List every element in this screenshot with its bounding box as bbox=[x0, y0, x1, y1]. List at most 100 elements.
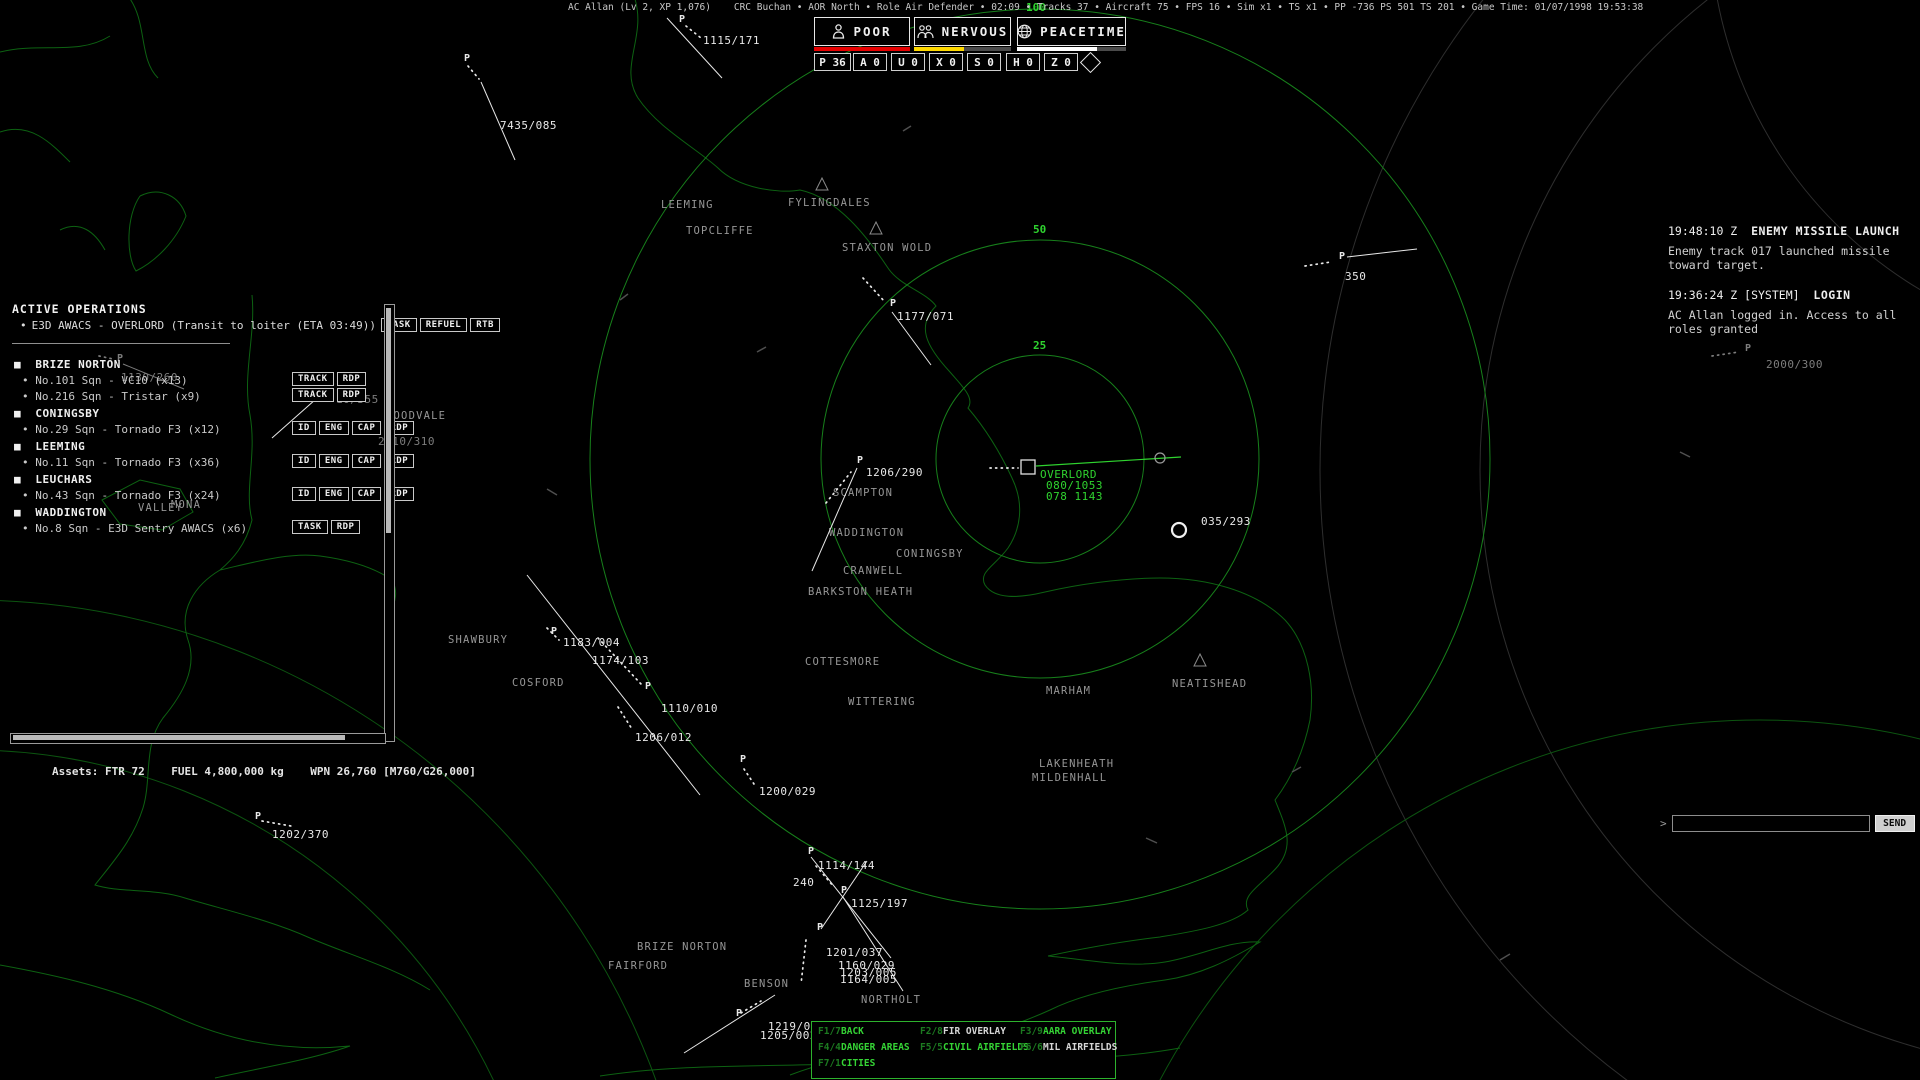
track-label[interactable]: 7435/085 bbox=[500, 119, 557, 132]
track-symbol-p[interactable]: P bbox=[808, 846, 814, 857]
alert-state-button-poor[interactable]: POOR bbox=[814, 17, 910, 46]
scrollbar-thumb[interactable] bbox=[13, 735, 345, 740]
chat-bar: > SEND bbox=[1660, 815, 1915, 832]
overlord-data-line2: 078 1143 bbox=[1046, 490, 1103, 503]
track-label[interactable]: 1200/029 bbox=[759, 785, 816, 798]
airfield-label: LEEMING bbox=[661, 199, 714, 211]
overlay-menu-item-mil-airfields[interactable]: F6/6MIL AIRFIELDS bbox=[1020, 1042, 1123, 1058]
track-button[interactable]: TRACK bbox=[292, 372, 334, 386]
eng-button[interactable]: ENG bbox=[319, 421, 349, 435]
airfield-label: MILDENHALL bbox=[1032, 772, 1107, 784]
track-counter-u[interactable]: U 0 bbox=[891, 53, 925, 71]
overlay-menu-item-danger-areas[interactable]: F4/4DANGER AREAS bbox=[818, 1042, 920, 1058]
overlay-menu-item-cities[interactable]: F7/1CITIES bbox=[818, 1058, 920, 1074]
chat-input[interactable] bbox=[1672, 815, 1870, 832]
track-label[interactable]: 1201/037 bbox=[826, 946, 883, 959]
menu-key: F5/5 bbox=[920, 1042, 943, 1053]
id-button[interactable]: ID bbox=[292, 454, 316, 468]
track-counter-p[interactable]: P 36 bbox=[814, 53, 851, 71]
track-label[interactable]: 1183/004 bbox=[563, 636, 620, 649]
rdp-button[interactable]: RDP bbox=[337, 388, 367, 402]
menu-label: MIL AIRFIELDS bbox=[1043, 1042, 1117, 1053]
airfield-label: WITTERING bbox=[848, 696, 916, 708]
message-title: LOGIN bbox=[1813, 288, 1850, 302]
panel-horizontal-scrollbar[interactable] bbox=[10, 733, 386, 744]
track-symbol-p[interactable]: P bbox=[464, 53, 470, 64]
track-symbol-p[interactable]: P bbox=[740, 754, 746, 765]
track-label[interactable]: 240 bbox=[793, 876, 814, 889]
track-label[interactable]: 1125/197 bbox=[851, 897, 908, 910]
send-button[interactable]: SEND bbox=[1875, 815, 1915, 832]
track-symbol-p[interactable]: P bbox=[736, 1008, 742, 1019]
menu-label: FIR OVERLAY bbox=[943, 1026, 1006, 1037]
track-symbol-p[interactable]: P bbox=[857, 455, 863, 466]
alert-readiness-bar bbox=[814, 47, 910, 51]
rdp-button[interactable]: RDP bbox=[331, 520, 361, 534]
airfield-label: COTTESMORE bbox=[805, 656, 880, 668]
task-button[interactable]: TASK bbox=[292, 520, 328, 534]
operations-panel-title: ACTIVE OPERATIONS bbox=[12, 302, 147, 316]
airfield-label: BRIZE NORTON bbox=[637, 941, 727, 953]
scrollbar-thumb[interactable] bbox=[386, 308, 391, 533]
track-counter-a[interactable]: A 0 bbox=[853, 53, 887, 71]
track-label[interactable]: 1202/370 bbox=[272, 828, 329, 841]
track-symbol-p[interactable]: P bbox=[645, 681, 651, 692]
rdp-button[interactable]: RDP bbox=[337, 372, 367, 386]
track-label[interactable]: 1177/071 bbox=[897, 310, 954, 323]
track-label[interactable]: 1115/171 bbox=[703, 34, 760, 47]
track-counter-x[interactable]: X 0 bbox=[929, 53, 963, 71]
message-body: Enemy track 017 launched missile toward … bbox=[1668, 244, 1920, 272]
track-symbol-p[interactable]: P bbox=[1339, 251, 1345, 262]
cap-button[interactable]: CAP bbox=[352, 421, 382, 435]
eng-button[interactable]: ENG bbox=[319, 487, 349, 501]
track-counter-z[interactable]: Z 0 bbox=[1044, 53, 1078, 71]
track-counter-s[interactable]: S 0 bbox=[967, 53, 1001, 71]
track-symbol-p[interactable]: P bbox=[679, 14, 685, 25]
track-label[interactable]: 1205/002 bbox=[760, 1029, 817, 1042]
overlay-menu-item-civil-airfields[interactable]: F5/5CIVIL AIRFIELDS bbox=[920, 1042, 1020, 1058]
track-label[interactable]: 035/293 bbox=[1201, 515, 1251, 528]
eng-button[interactable]: ENG bbox=[319, 454, 349, 468]
squadron-item: • No.29 Sqn - Tornado F3 (x12) bbox=[22, 423, 221, 436]
track-symbol-p[interactable]: P bbox=[551, 626, 557, 637]
track-label[interactable]: 1174/103 bbox=[592, 654, 649, 667]
id-button[interactable]: ID bbox=[292, 421, 316, 435]
track-label[interactable]: 1164/005 bbox=[840, 973, 897, 986]
overlay-menu-item-back[interactable]: F1/7BACK bbox=[818, 1026, 920, 1042]
panel-vertical-scrollbar[interactable] bbox=[384, 304, 395, 742]
radar-clutter bbox=[1680, 452, 1690, 457]
track-label[interactable]: 350 bbox=[1345, 270, 1366, 283]
alert-readiness-bar bbox=[914, 47, 1011, 51]
alert-state-button-peacetime[interactable]: PEACETIME bbox=[1017, 17, 1126, 46]
track-symbol-p[interactable]: P bbox=[890, 298, 896, 309]
track-label[interactable]: 2000/300 bbox=[1766, 358, 1823, 371]
track-label[interactable]: 1110/010 bbox=[661, 702, 718, 715]
base-name: ■ LEEMING bbox=[14, 440, 85, 453]
cap-button[interactable]: CAP bbox=[352, 487, 382, 501]
track-leader-line bbox=[684, 995, 775, 1053]
menu-label: CIVIL AIRFIELDS bbox=[943, 1042, 1029, 1053]
cap-button[interactable]: CAP bbox=[352, 454, 382, 468]
refuel-button[interactable]: REFUEL bbox=[420, 318, 468, 332]
overlay-menu: F1/7BACKF2/8FIR OVERLAYF3/9AARA OVERLAYF… bbox=[811, 1021, 1116, 1079]
track-button[interactable]: TRACK bbox=[292, 388, 334, 402]
track-counter-h[interactable]: H 0 bbox=[1006, 53, 1040, 71]
track-symbol-p[interactable]: P bbox=[817, 922, 823, 933]
overlay-menu-item-fir-overlay[interactable]: F2/8FIR OVERLAY bbox=[920, 1026, 1020, 1042]
message-time: 19:36:24 Z [SYSTEM] bbox=[1668, 288, 1800, 302]
overlord-track-symbol[interactable] bbox=[1021, 460, 1035, 474]
airfield-label: FAIRFORD bbox=[608, 960, 668, 972]
airfield-label: BENSON bbox=[744, 978, 789, 990]
coastline bbox=[129, 192, 186, 271]
track-symbol-p[interactable]: P bbox=[255, 811, 261, 822]
coastline bbox=[0, 965, 350, 1078]
overlay-menu-item-aara-overlay[interactable]: F3/9AARA OVERLAY bbox=[1020, 1026, 1123, 1042]
track-label[interactable]: 1206/290 bbox=[866, 466, 923, 479]
alert-state-button-nervous[interactable]: NERVOUS bbox=[914, 17, 1011, 46]
id-button[interactable]: ID bbox=[292, 487, 316, 501]
unknown-track-symbol[interactable] bbox=[1172, 523, 1186, 537]
airfield-label: WADDINGTON bbox=[829, 527, 904, 539]
track-label[interactable]: 1206/012 bbox=[635, 731, 692, 744]
alert-state-label: NERVOUS bbox=[942, 24, 1009, 39]
rtb-button[interactable]: RTB bbox=[470, 318, 500, 332]
